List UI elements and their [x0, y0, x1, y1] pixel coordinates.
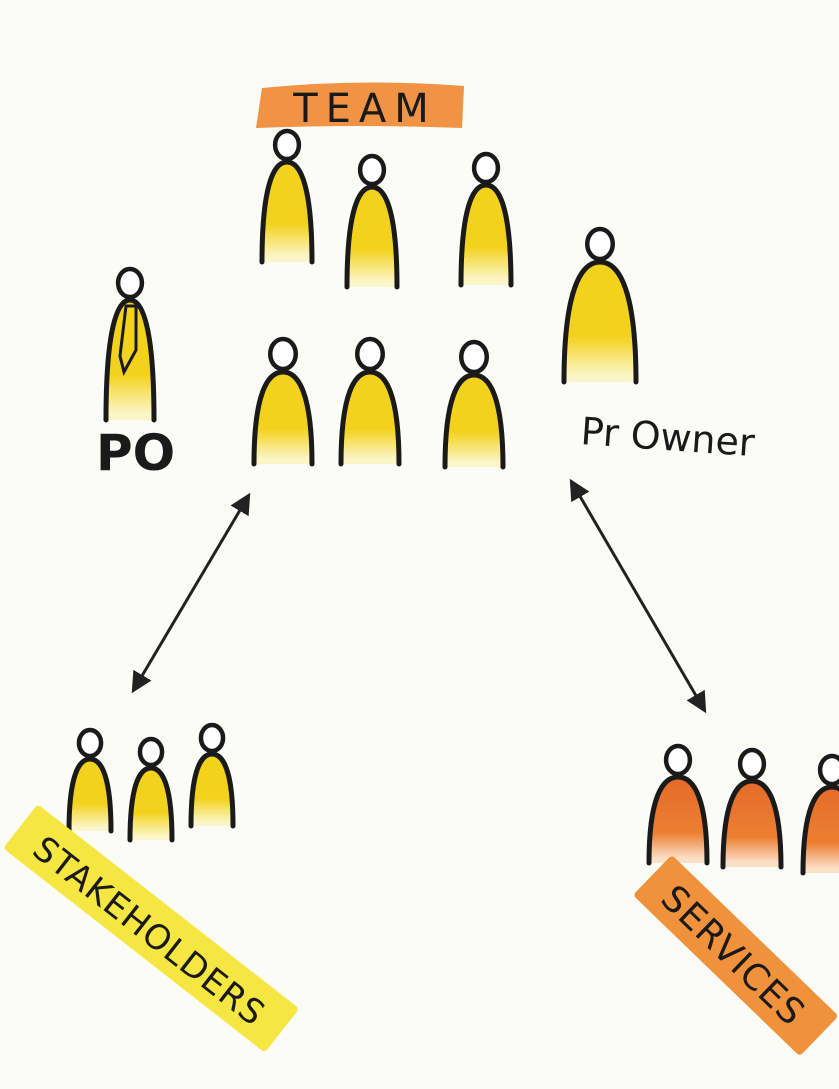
team-member-figure-body: [251, 369, 315, 467]
stakeholders-label-group: STAKEHOLDERS: [4, 805, 298, 1052]
service-provider-figure-head: [737, 747, 767, 781]
pr-owner-label: Pr Owner: [579, 409, 756, 465]
product-owner-figure: [103, 266, 157, 423]
team-member-figure-head: [459, 339, 489, 375]
service-provider-figure: [646, 743, 710, 866]
po-label: PO: [96, 424, 175, 482]
service-provider-figure: [720, 747, 784, 870]
stakeholders-highlight: [4, 805, 298, 1052]
team-label: TEAM: [292, 86, 437, 132]
stakeholder-figure-body: [66, 756, 114, 834]
team-members: [251, 128, 514, 470]
team-member-figure-body: [458, 182, 514, 288]
team-member-figure-head: [355, 336, 385, 372]
process-owner-figure-body: [561, 259, 639, 385]
team-member-figure: [458, 151, 514, 288]
stakeholder-figure-body: [188, 751, 236, 829]
services-figures: [646, 743, 839, 876]
service-provider-figure-head: [663, 743, 693, 777]
service-provider-figure: [800, 753, 839, 876]
product-owner-figure-tie: [118, 304, 138, 377]
process-owner-figure-group: [561, 226, 639, 385]
stakeholder-figure-head: [76, 727, 104, 759]
stakeholder-figure-body: [127, 765, 175, 843]
team-member-figure-head: [471, 151, 501, 185]
services-label: SERVICES: [653, 878, 813, 1034]
team-member-figure: [442, 339, 506, 470]
team-member-figure-body: [442, 372, 506, 470]
services-highlight: [634, 856, 837, 1055]
service-provider-figure-body: [646, 774, 710, 866]
team-member-figure-head: [268, 336, 298, 372]
services-label-group: SERVICES: [634, 856, 837, 1055]
team-member-figure-head: [272, 128, 302, 162]
stakeholder-figures: [66, 722, 236, 843]
team-label-group: TEAM: [256, 82, 464, 132]
team-stakeholders-arrow: [131, 492, 251, 694]
team-member-figure-body: [259, 159, 315, 265]
stakeholder-figure-head: [137, 736, 165, 768]
service-provider-figure-body: [800, 784, 839, 876]
stakeholders-label: STAKEHOLDERS: [25, 829, 273, 1035]
product-owner-figure-head: [115, 266, 145, 300]
stakeholder-figure: [188, 722, 236, 829]
team-member-figure-body: [344, 184, 400, 290]
team-member-figure: [338, 336, 402, 467]
team-member-figure-head: [357, 153, 387, 187]
process-owner-figure-head: [585, 226, 615, 262]
stakeholder-figure: [127, 736, 175, 843]
team-member-figure: [251, 336, 315, 467]
team-services-arrow: [569, 478, 707, 714]
team-member-figure: [344, 153, 400, 290]
service-provider-figure-body: [720, 778, 784, 870]
stakeholder-figure-head: [198, 722, 226, 754]
team-highlight: [256, 82, 464, 128]
team-member-figure: [259, 128, 315, 265]
stakeholder-figure: [66, 727, 114, 834]
service-provider-figure-head: [817, 753, 839, 787]
team-member-figure-body: [338, 369, 402, 467]
product-owner-figure-group: [103, 266, 157, 423]
process-owner-figure: [561, 226, 639, 385]
